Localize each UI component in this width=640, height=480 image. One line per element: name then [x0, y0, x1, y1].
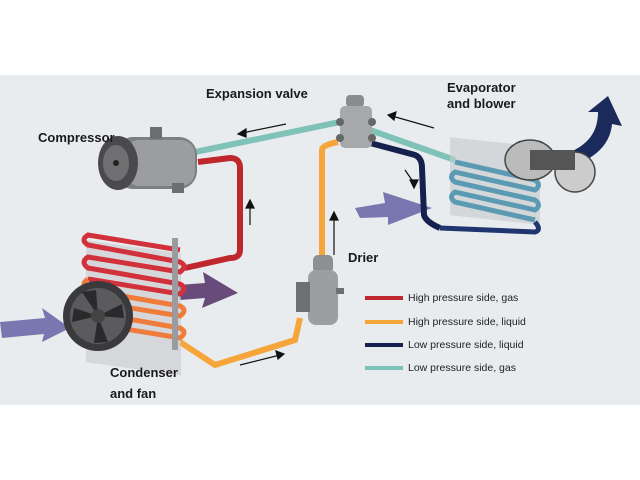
compressor [98, 127, 197, 193]
airflow-arrow-right [355, 192, 432, 225]
legend-swatch-low-liquid [365, 343, 403, 347]
legend-label-high-gas: High pressure side, gas [408, 292, 519, 304]
pipe-low-gas-evaporator [369, 127, 456, 163]
pipe-low-liquid [369, 140, 442, 231]
airflow-arrow-left [0, 308, 70, 342]
legend-label-low-liquid: Low pressure side, liquid [408, 339, 524, 351]
label-condenser-line2: and fan [110, 386, 157, 401]
label-condenser-line1: Condenser [110, 365, 178, 380]
legend-swatch-high-liquid [365, 320, 403, 324]
condenser-fan [63, 281, 133, 351]
legend-swatch-low-gas [365, 366, 403, 370]
pipe-high-liquid-valve [319, 139, 339, 260]
exhaust-arrow [552, 96, 622, 170]
legend-swatch-high-gas [365, 296, 403, 300]
label-evaporator: Evaporator and blower [447, 80, 516, 112]
flow-arrows [236, 111, 435, 366]
blower [504, 139, 596, 193]
pipe-high-liquid-condenser [178, 317, 303, 369]
label-compressor: Compressor [38, 130, 115, 145]
legend-label-low-gas: Low pressure side, gas [408, 362, 516, 374]
legend-label-high-liquid: High pressure side, liquid [408, 316, 526, 328]
label-drier: Drier [348, 250, 379, 265]
label-expansion-valve: Expansion valve [206, 86, 308, 101]
expansion-valve [336, 95, 376, 148]
pipe-low-gas-compressor [194, 119, 341, 155]
label-condenser: Condenser and fan [110, 362, 178, 404]
drier [296, 255, 344, 325]
label-evaporator-line1: Evaporator [447, 80, 516, 95]
label-evaporator-line2: and blower [447, 96, 516, 111]
pipe-high-gas [184, 154, 243, 271]
airflow-arrow-center [178, 272, 238, 308]
